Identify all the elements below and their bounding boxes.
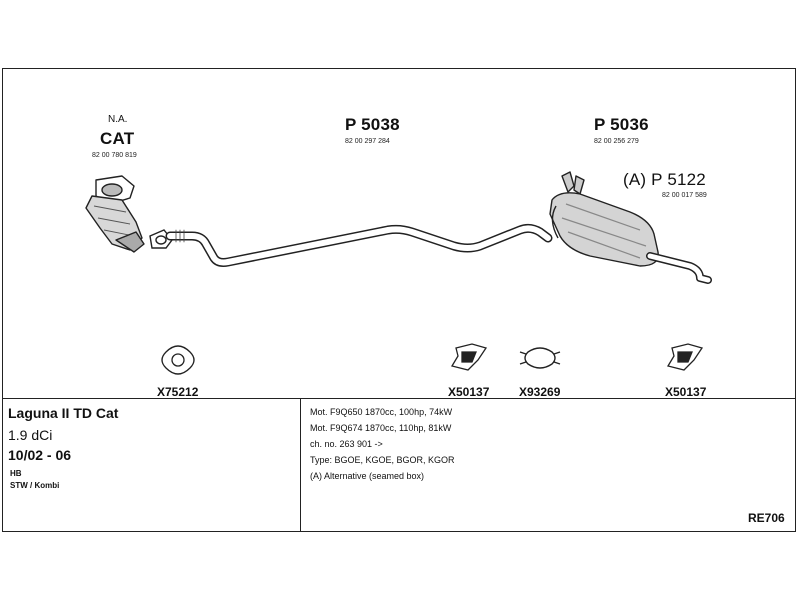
rear-code: P 5036 [594, 115, 649, 134]
tail-pipe [646, 252, 712, 284]
middle-oe-number: 82 00 297 284 [345, 138, 390, 145]
cat-code: CAT [100, 129, 135, 148]
spec-line: Type: BGOE, KGOE, BGOR, KGOR [310, 455, 455, 465]
rear-oe-number: 82 00 256 279 [594, 138, 639, 145]
vehicle-body-stw: STW / Kombi [10, 481, 60, 490]
accessory-code-mount-1: X50137 [448, 385, 490, 399]
spec-line: ch. no. 263 901 -> [310, 439, 383, 449]
alt-code: (A) P 5122 [623, 171, 706, 188]
divider-vertical [300, 398, 301, 532]
rubber-mount-icon [666, 343, 704, 371]
cat-oe-number: 82 00 780 819 [92, 152, 137, 159]
accessory-code-mount-2: X50137 [665, 385, 707, 399]
diagram-frame [2, 68, 796, 532]
clamp-icon [519, 347, 561, 369]
catalytic-converter [85, 175, 145, 253]
vehicle-engine: 1.9 dCi [8, 427, 53, 443]
vehicle-model: Laguna II TD Cat [8, 405, 119, 421]
spec-line: Mot. F9Q674 1870cc, 110hp, 81kW [310, 423, 452, 433]
alt-oe-number: 82 00 017 589 [662, 192, 707, 199]
accessory-code-gasket: X75212 [157, 385, 199, 399]
vehicle-years: 10/02 - 06 [8, 447, 72, 463]
reference-number: RE706 [748, 511, 785, 525]
gasket-icon [161, 345, 195, 375]
alt-code-text: (A) P 5122 [623, 170, 706, 189]
spec-line: (A) Alternative (seamed box) [310, 471, 425, 481]
middle-code: P 5038 [345, 115, 400, 134]
rubber-mount-icon [450, 343, 488, 371]
vehicle-body-hb: HB [10, 469, 22, 478]
accessory-code-clamp: X93269 [519, 385, 561, 399]
cat-note: N.A. [108, 114, 128, 125]
spec-line: Mot. F9Q650 1870cc, 100hp, 74kW [310, 407, 453, 417]
middle-pipe [165, 223, 553, 267]
rear-silencer [549, 171, 659, 267]
divider-horizontal [2, 398, 796, 399]
